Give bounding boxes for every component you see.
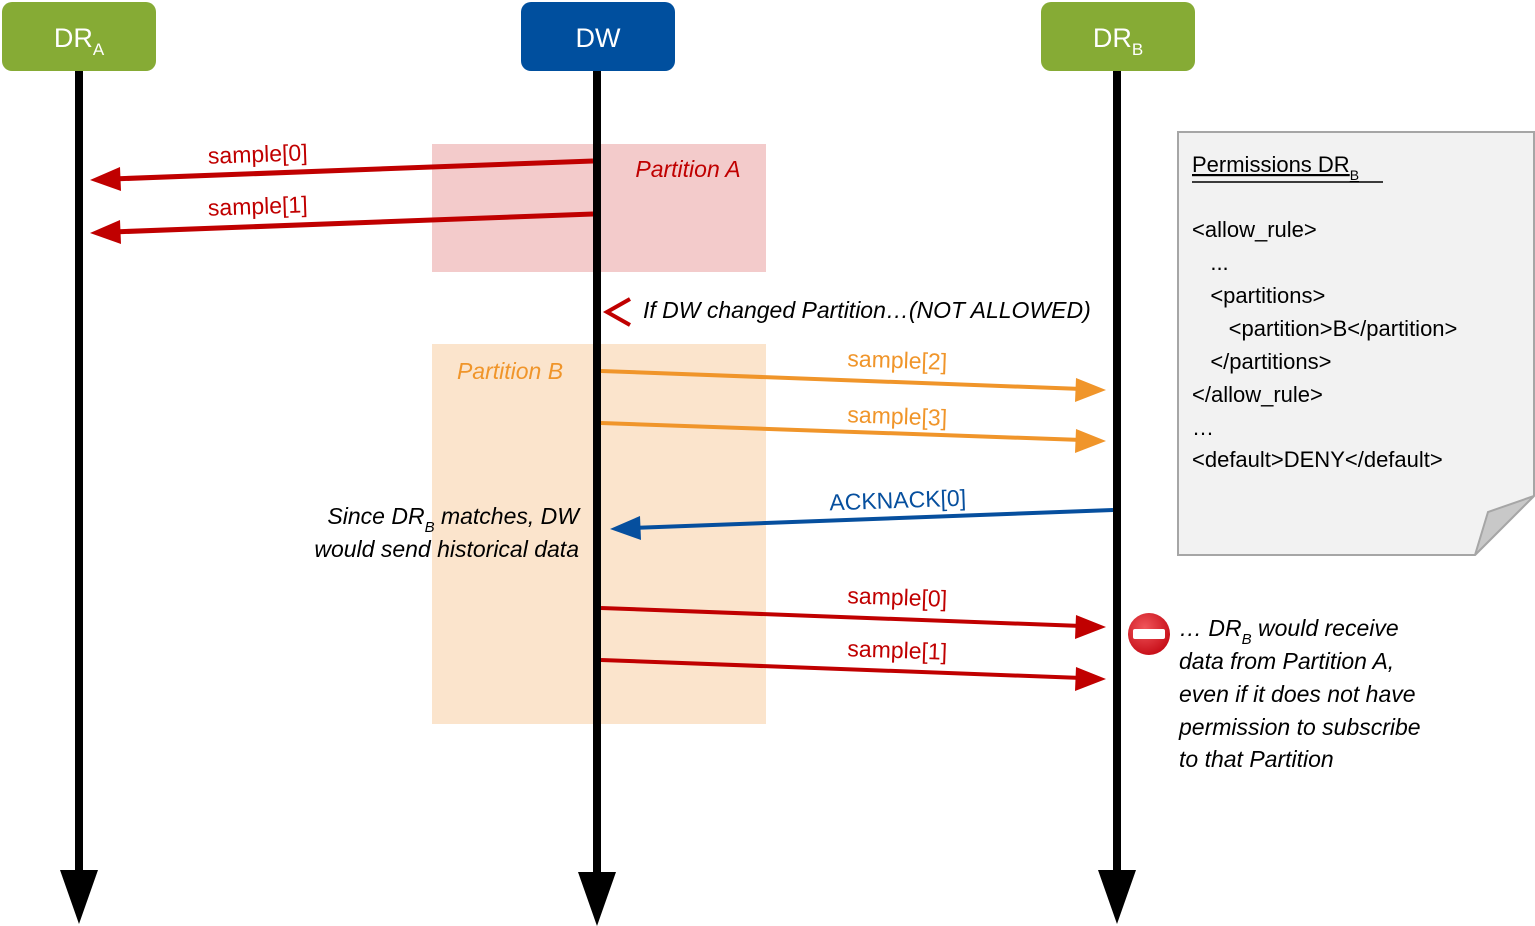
svg-text:DRB: DRB	[1093, 23, 1143, 59]
permissions-line-1: ...	[1192, 250, 1229, 275]
message-arrow-5	[600, 606, 1106, 639]
svg-text:DRA: DRA	[54, 23, 105, 59]
lifeline-dr-b	[1098, 70, 1136, 924]
receive-note-line-2: data from Partition A,	[1179, 648, 1394, 674]
permissions-line-3: <partition>B</partition>	[1192, 316, 1457, 341]
actor-dr-a-subscript: A	[93, 40, 105, 59]
message-label-2: sample[2]	[847, 345, 948, 374]
actor-dr-a-label: DR	[54, 23, 93, 53]
permissions-line-5: </allow_rule>	[1192, 382, 1323, 407]
no-entry-icon	[1128, 613, 1170, 655]
historical-note-line-1: Since DRB matches, DW	[327, 503, 581, 536]
folded-corner-icon	[1474, 495, 1535, 556]
permissions-note: Permissions DRB <allow_rule> ... <partit…	[1177, 131, 1535, 556]
message-arrow-6	[600, 658, 1106, 691]
actor-dw-label: DW	[576, 23, 621, 53]
message-label-3: sample[3]	[847, 401, 948, 430]
message-label-0: sample[0]	[207, 139, 308, 168]
actor-dr-b[interactable]: DRB	[1041, 2, 1195, 71]
less-than-chevron-icon	[602, 297, 631, 327]
lifeline-dw	[578, 70, 616, 926]
message-label-1: sample[1]	[207, 191, 308, 220]
lifeline-dr-a	[60, 70, 98, 924]
partition-a-label: Partition A	[635, 156, 740, 182]
receive-note-line-1: … DRB would receive	[1179, 615, 1399, 648]
permissions-line-7: <default>DENY</default>	[1192, 447, 1443, 472]
partition-b-label: Partition B	[457, 358, 563, 384]
message-arrow-1	[90, 211, 594, 244]
receive-note-line-5: to that Partition	[1179, 746, 1334, 772]
message-arrow-0	[90, 158, 594, 191]
permissions-line-4: </partitions>	[1192, 349, 1331, 374]
receive-note-line-3: even if it does not have	[1179, 681, 1416, 707]
change-partition-note: If DW changed Partition…(NOT ALLOWED)	[643, 297, 1091, 323]
message-arrow-4	[610, 508, 1114, 540]
actor-dr-b-label: DR	[1093, 23, 1132, 53]
actor-dr-b-subscript: B	[1132, 40, 1143, 59]
permissions-line-6: …	[1192, 415, 1214, 440]
message-label-6: sample[1]	[847, 635, 948, 664]
receive-note-line-4: permission to subscribe	[1178, 714, 1421, 740]
permissions-line-0: <allow_rule>	[1192, 217, 1317, 242]
permissions-line-2: <partitions>	[1192, 283, 1325, 308]
actor-dr-a[interactable]: DRA	[2, 2, 156, 71]
permissions-title: Permissions DRB	[1192, 152, 1359, 183]
actor-dw[interactable]: DW	[521, 2, 675, 71]
message-label-4: ACKNACK[0]	[829, 485, 967, 516]
message-arrow-3	[600, 421, 1106, 453]
historical-note-line-2: would send historical data	[314, 536, 579, 562]
message-label-5: sample[0]	[847, 582, 948, 611]
message-arrow-2	[600, 369, 1106, 402]
